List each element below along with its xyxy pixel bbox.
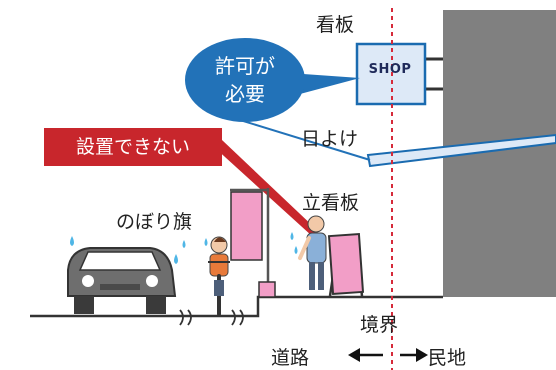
ground-line <box>30 295 443 318</box>
banner-flag-label: のぼり旗 <box>116 211 193 233</box>
banner-base <box>258 281 276 298</box>
sweat-drop-icon <box>70 232 298 264</box>
sign-label: 看板 <box>316 14 355 36</box>
pointer-line-awning <box>239 119 371 161</box>
permit-required-label: 許可が必要 <box>215 54 275 106</box>
red-tag-pointer <box>214 140 317 236</box>
boundary-label: 境界 <box>360 314 399 336</box>
arrow-right-icon <box>400 348 428 362</box>
permit-bubble <box>185 38 305 122</box>
car-icon <box>67 247 177 314</box>
standing-sign <box>327 232 365 296</box>
awning <box>366 133 556 168</box>
cannot-install-tag: 設置できない <box>44 128 222 166</box>
banner-flag <box>230 191 263 261</box>
standing-sign-label: 立看板 <box>302 192 360 214</box>
motion-marks <box>179 309 244 326</box>
private-land-label: 民地 <box>428 347 467 369</box>
shop-sign-text: SHOP <box>368 62 412 77</box>
arrow-left-icon <box>348 348 383 362</box>
awning-label: 日よけ <box>301 128 359 150</box>
pedestrian-icon <box>298 215 327 290</box>
cyclist-icon <box>208 236 230 316</box>
road-label: 道路 <box>271 347 310 369</box>
